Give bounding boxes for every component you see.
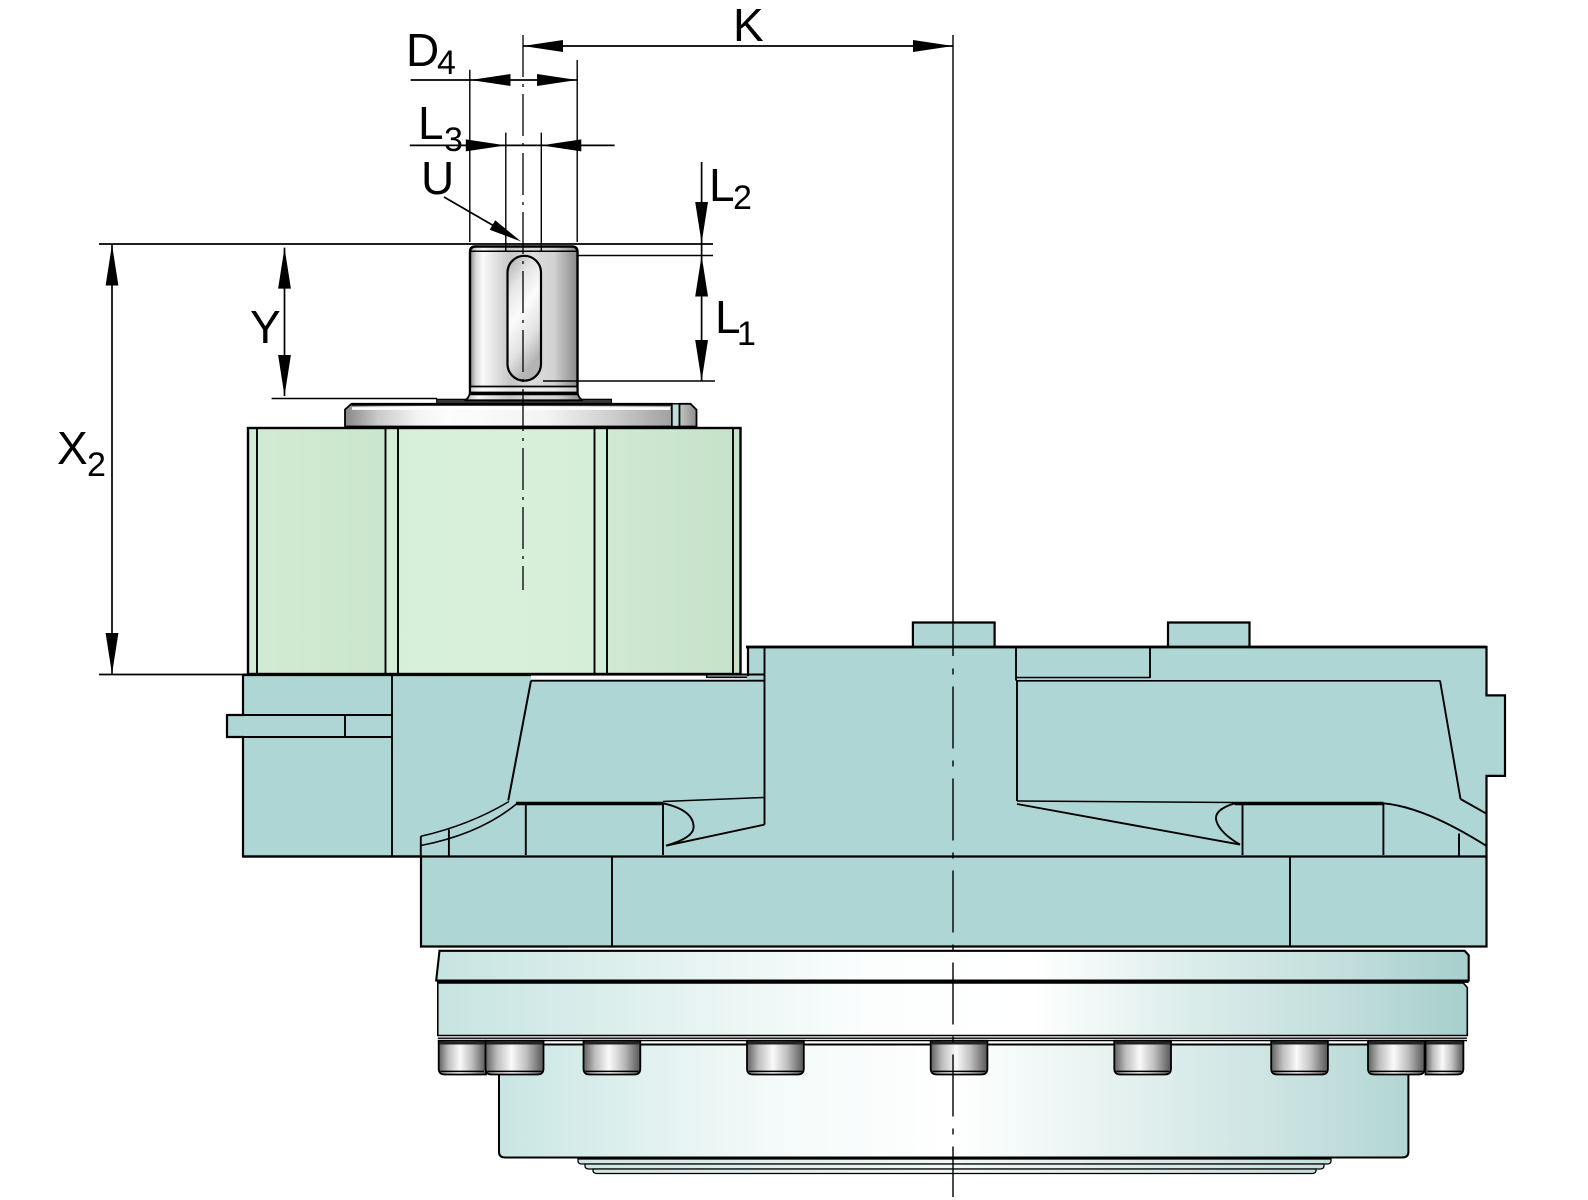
svg-text:D: D [406, 24, 439, 76]
svg-text:L: L [418, 97, 444, 149]
svg-text:2: 2 [733, 179, 752, 217]
svg-text:3: 3 [444, 121, 463, 159]
svg-text:L: L [709, 159, 735, 211]
svg-text:Y: Y [250, 301, 281, 353]
svg-text:X: X [57, 422, 88, 474]
svg-text:K: K [733, 0, 764, 51]
svg-text:U: U [421, 152, 454, 204]
svg-text:4: 4 [437, 44, 456, 82]
svg-text:2: 2 [87, 446, 106, 484]
svg-text:L: L [715, 291, 741, 343]
svg-text:1: 1 [737, 315, 756, 353]
